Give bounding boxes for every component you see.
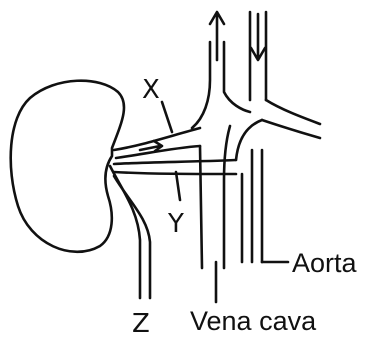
vena-cava-left-wall-lower (200, 146, 202, 268)
label-x-leader (162, 102, 172, 132)
vena-cava-upward-arrow (210, 12, 224, 60)
renal-artery-upper-wall (114, 160, 236, 164)
aorta-downward-arrow (251, 14, 265, 60)
kidney-outline (11, 81, 124, 252)
aorta-branch-right-upper (266, 100, 320, 124)
label-z: Z (132, 309, 150, 337)
label-x: X (142, 75, 160, 105)
label-y: Y (167, 209, 184, 239)
aorta-junction-curve (236, 120, 262, 160)
ureter-left-wall (110, 166, 140, 298)
label-aorta: Aorta (292, 248, 358, 278)
label-vena-cava: Vena cava (190, 306, 317, 336)
aorta-branch-right-lower (262, 120, 320, 138)
vena-cava-right-wall-lower (224, 126, 230, 268)
ureter-right-wall (114, 176, 150, 298)
vena-cava-left-wall (192, 42, 210, 128)
label-y-leader (176, 172, 180, 200)
vena-cava-right-wall-upper (224, 42, 250, 112)
